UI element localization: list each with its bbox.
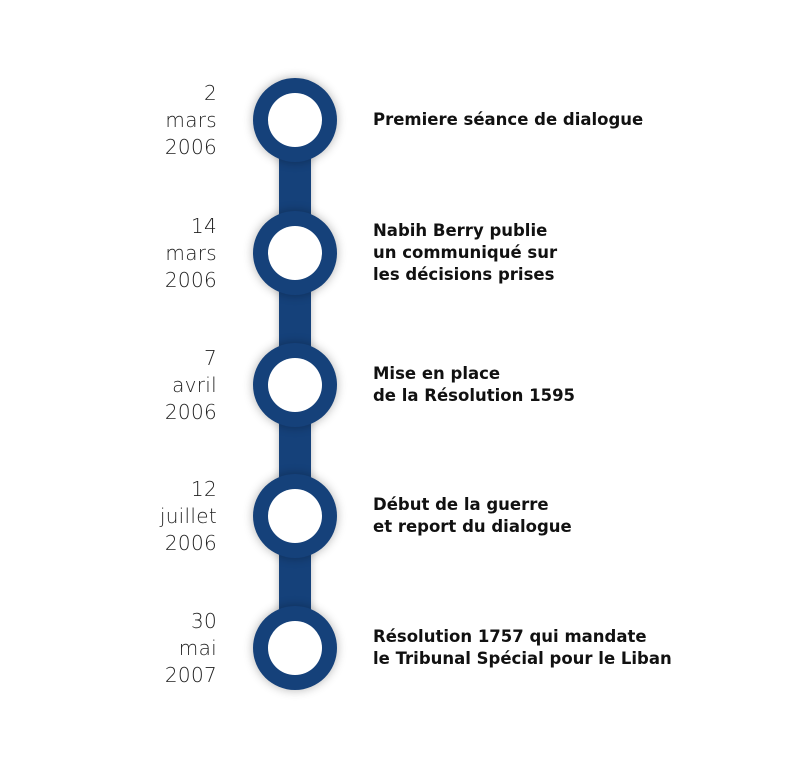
event-line: un communiqué sur (373, 243, 558, 262)
event-line: Mise en place (373, 364, 501, 383)
timeline-event: Début de la guerre et report du dialogue (373, 494, 572, 538)
event-line: Résolution 1757 qui mandate (373, 627, 647, 646)
date-year: 2006 (164, 531, 217, 555)
timeline-node-hole (268, 226, 322, 280)
timeline-date: 14 mars 2006 (97, 213, 217, 294)
event-line: Début de la guerre (373, 495, 549, 514)
event-line: le Tribunal Spécial pour le Liban (373, 649, 672, 668)
timeline-node-hole (268, 93, 322, 147)
timeline-date: 30 mai 2007 (97, 608, 217, 689)
timeline-node-hole (268, 621, 322, 675)
timeline-date: 7 avril 2006 (97, 345, 217, 426)
timeline-node (253, 343, 337, 427)
date-year: 2006 (164, 135, 217, 159)
date-year: 2007 (164, 663, 217, 687)
date-day: 12 (190, 477, 217, 501)
date-day: 14 (190, 214, 217, 238)
date-year: 2006 (164, 268, 217, 292)
timeline-event: Résolution 1757 qui mandate le Tribunal S… (373, 626, 672, 670)
event-line: les décisions prises (373, 265, 555, 284)
event-line: et report du dialogue (373, 517, 572, 536)
event-line: Premiere séance de dialogue (373, 110, 644, 129)
timeline-node (253, 474, 337, 558)
date-month: juillet (159, 504, 217, 528)
timeline-node (253, 211, 337, 295)
timeline-event: Premiere séance de dialogue (373, 109, 643, 131)
date-day: 2 (203, 81, 217, 105)
date-day: 7 (203, 346, 217, 370)
timeline-event: Nabih Berry publie un communiqué sur les d… (373, 220, 557, 286)
event-line: Nabih Berry publie (373, 221, 548, 240)
timeline-event: Mise en place de la Résolution 1595 (373, 363, 575, 407)
date-day: 30 (190, 609, 217, 633)
timeline-date: 12 juillet 2006 (97, 476, 217, 557)
date-month: mars (165, 108, 217, 132)
event-line: de la Résolution 1595 (373, 386, 576, 405)
date-year: 2006 (164, 400, 217, 424)
timeline-node (253, 606, 337, 690)
timeline-node-hole (268, 489, 322, 543)
date-month: avril (172, 373, 217, 397)
timeline-node-hole (268, 358, 322, 412)
date-month: mars (165, 241, 217, 265)
date-month: mai (178, 636, 217, 660)
timeline-node (253, 78, 337, 162)
timeline-date: 2 mars 2006 (97, 80, 217, 161)
